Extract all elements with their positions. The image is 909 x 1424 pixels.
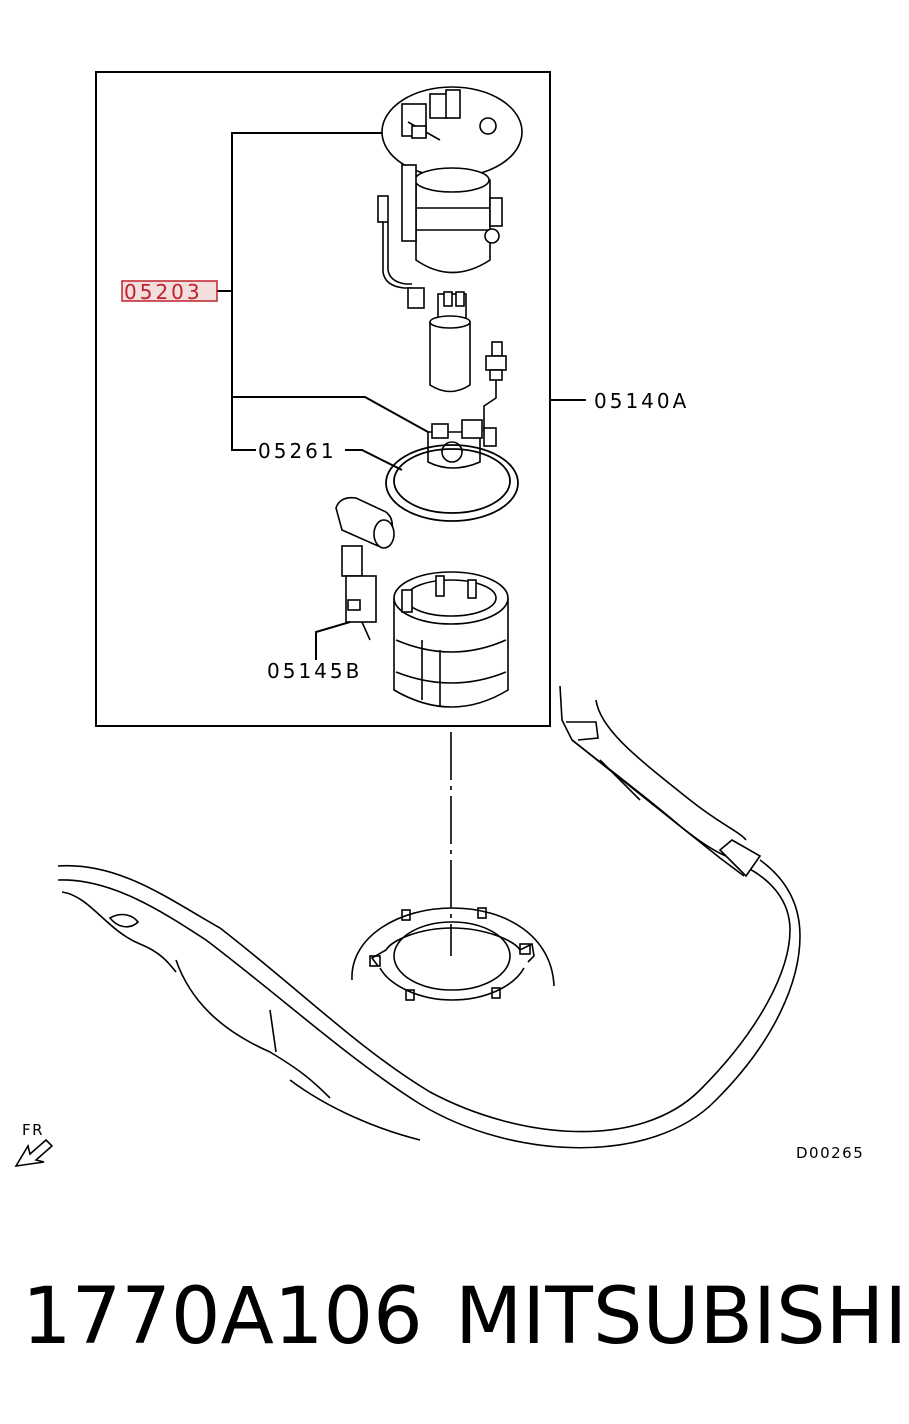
wire-harness xyxy=(382,222,425,309)
pump-flange-plate xyxy=(381,86,523,178)
brand-name: MITSUBISHI xyxy=(455,1272,908,1362)
tank-pump-opening xyxy=(351,907,555,1001)
front-direction-arrow-icon xyxy=(14,1138,54,1168)
fuel-pump-motor xyxy=(429,291,471,393)
fuel-pump-exploded-diagram: 05203 05140A 05261 05145B FR D00265 xyxy=(14,71,864,1168)
callout-05261[interactable]: 05261 xyxy=(258,439,337,463)
callout-05145B[interactable]: 05145B xyxy=(267,659,362,683)
highlight-box-05203 xyxy=(121,280,218,302)
fuel-level-sender xyxy=(335,496,395,641)
leader-05261 xyxy=(345,449,403,471)
callout-05203[interactable]: 05203 xyxy=(124,280,203,304)
diagram-code: D00265 xyxy=(796,1144,864,1162)
pump-reservoir-body xyxy=(377,164,503,274)
gasket-ring xyxy=(385,444,519,522)
leader-05145B xyxy=(315,621,351,660)
part-number: 1770A106 xyxy=(22,1272,423,1362)
fuel-tank-outline xyxy=(57,685,801,1149)
pressure-regulator xyxy=(483,341,507,432)
part-caption: 1770A106 MITSUBISHI xyxy=(0,1262,909,1372)
pump-reservoir-cup xyxy=(393,571,509,708)
callout-05140A[interactable]: 05140A xyxy=(594,389,689,413)
leader-bracket-05203 xyxy=(217,132,429,451)
direction-label: FR xyxy=(22,1121,44,1139)
pump-base-bracket xyxy=(427,419,497,469)
